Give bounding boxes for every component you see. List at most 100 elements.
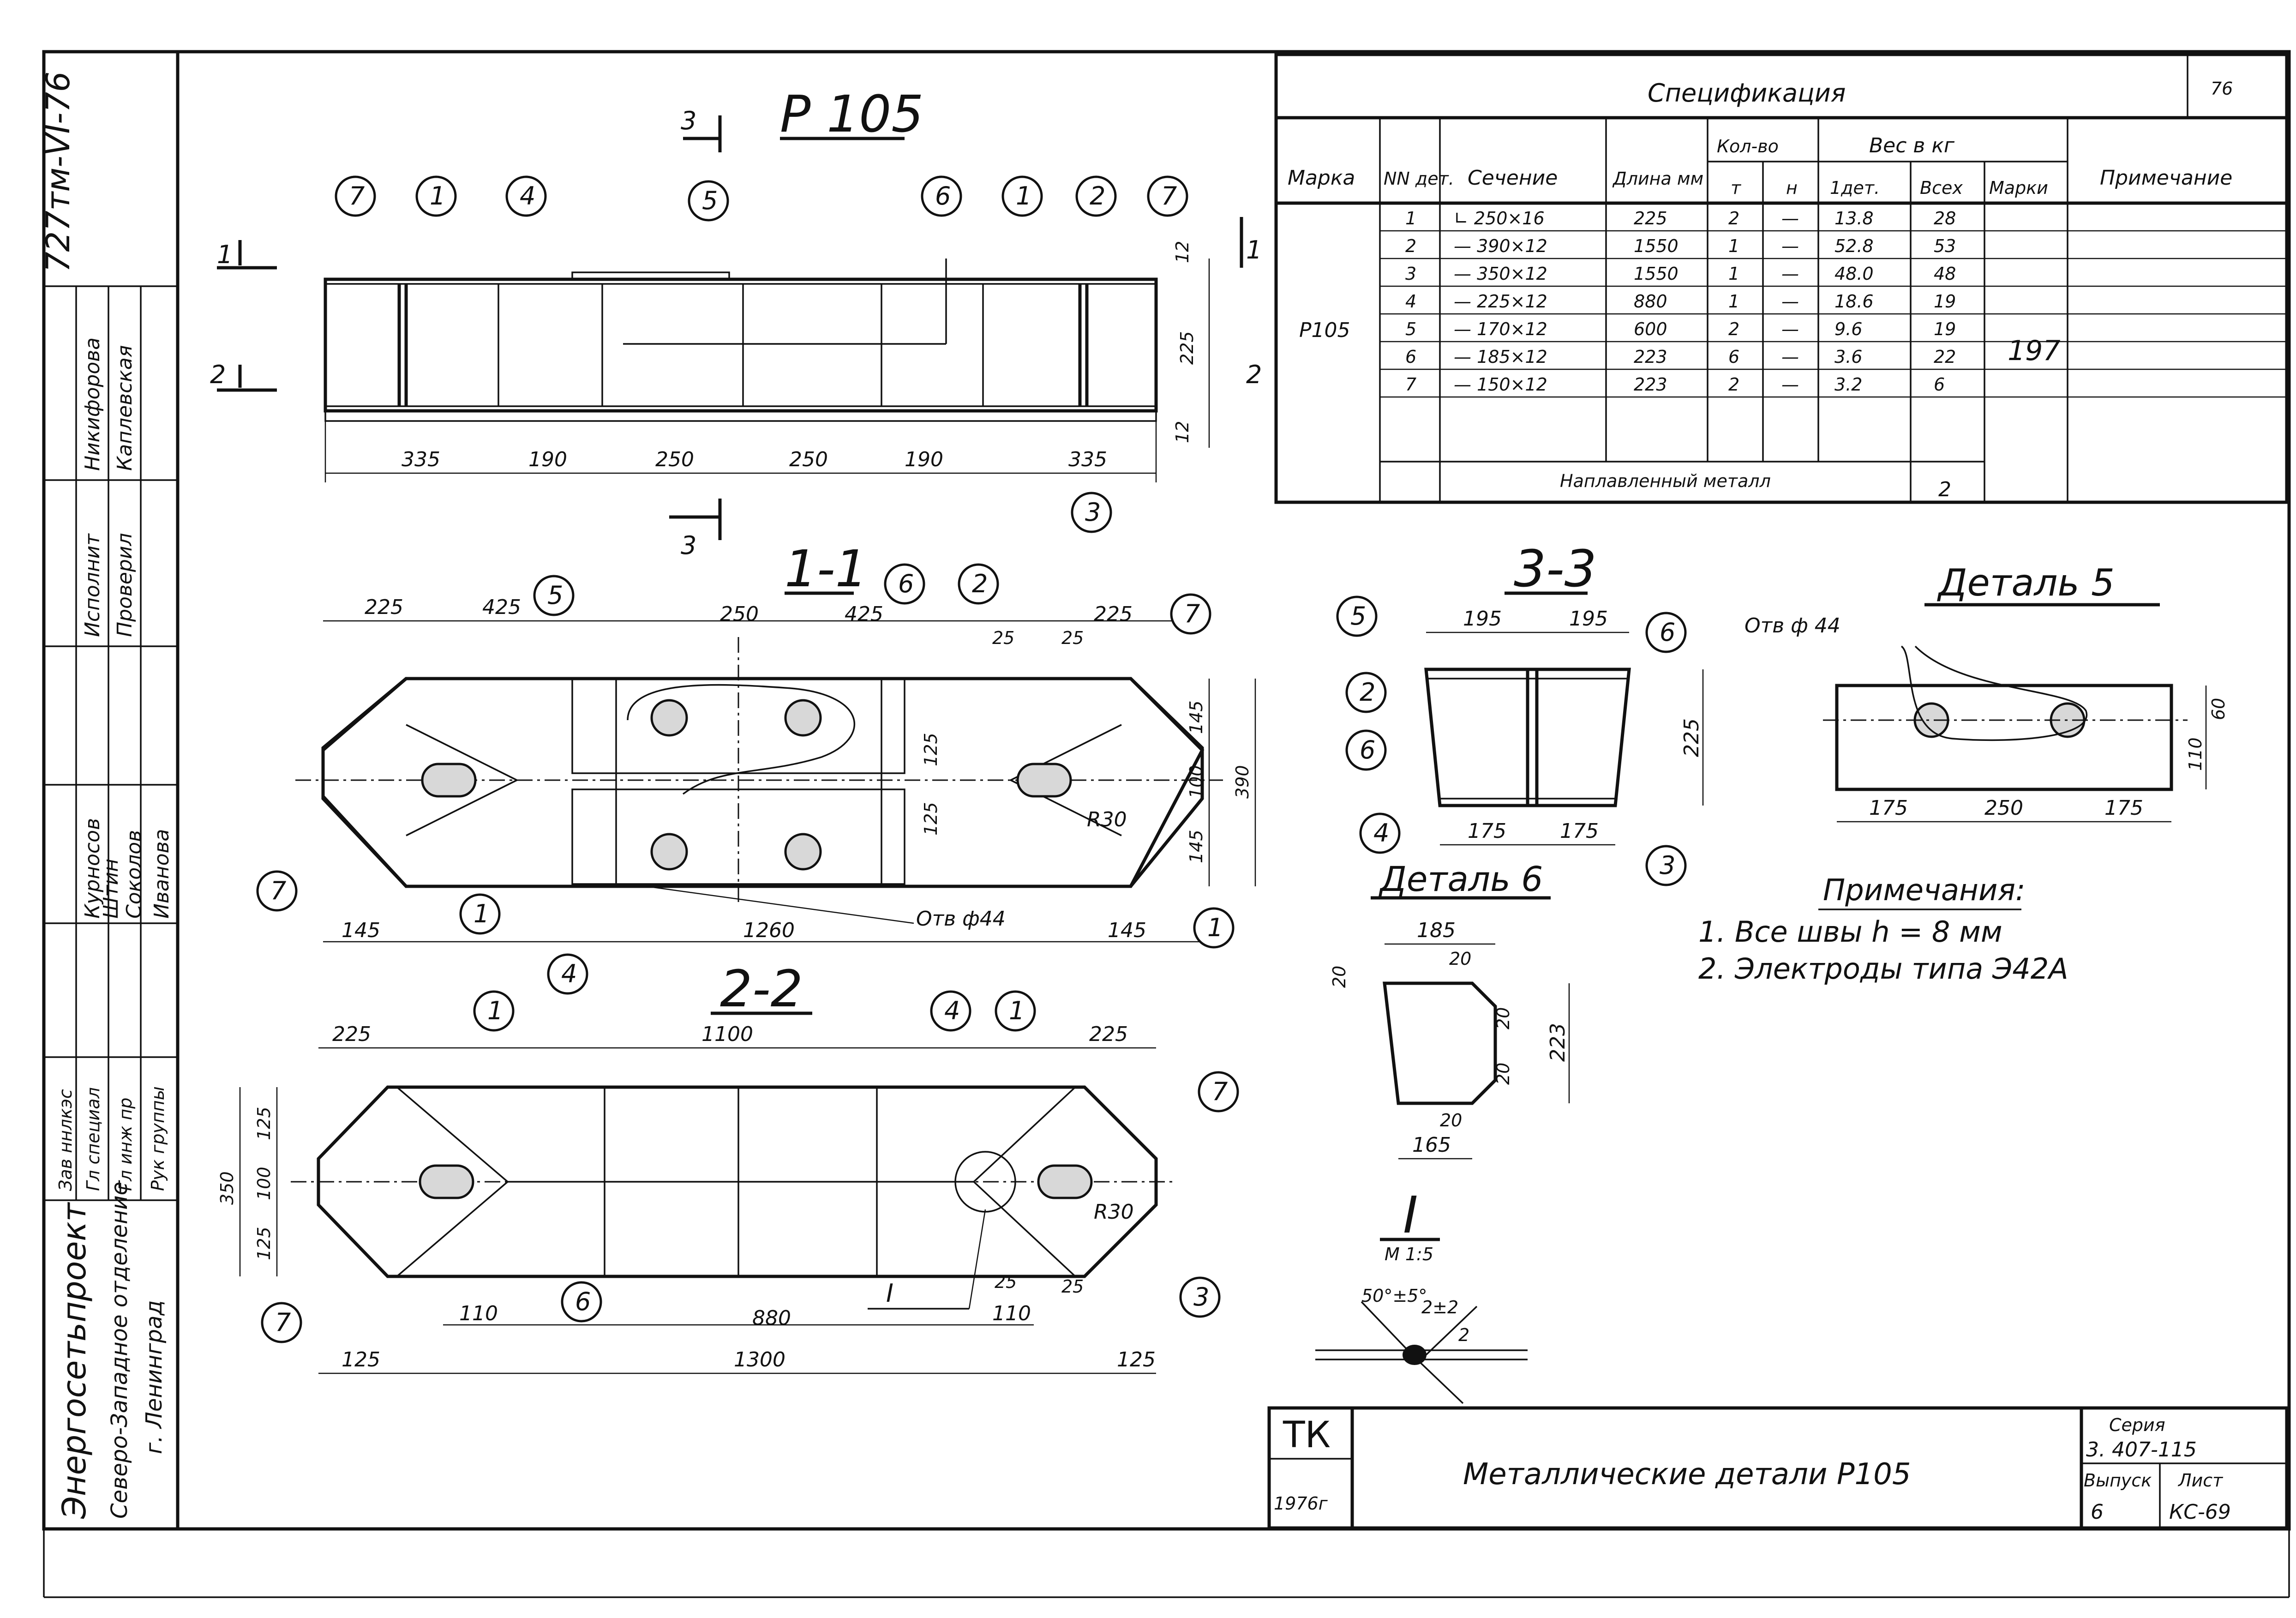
s11-hole: Отв ф44 [916, 907, 1006, 931]
part-callout-number: 7 [275, 1308, 291, 1337]
dim-main-8: 225 [1177, 331, 1197, 365]
mark-weight: 197 [2008, 335, 2061, 367]
part-callout-number: 6 [898, 569, 914, 598]
d6-d-185: 185 [1417, 919, 1456, 942]
s11-d-225b: 225 [1094, 602, 1133, 626]
dim-main-5: 190 [905, 448, 943, 471]
slot-hole-left [421, 763, 477, 798]
spec-cell-one: 52.8 [1834, 236, 1874, 256]
s33-title: 3-3 [1514, 539, 1597, 598]
doc-code: 727тм-VI-76 [39, 72, 77, 272]
spec-cell-length: 225 [1634, 208, 1667, 229]
section-3-3: 195 195 225 175 175 [1424, 607, 1704, 846]
spec-cell-all: 19 [1934, 319, 1956, 339]
outer-frame [42, 50, 2291, 1531]
sec-marker-2-left: 2 [210, 360, 226, 389]
part-callout-circle [1147, 175, 1188, 217]
part-callout-number: 5 [1350, 601, 1366, 631]
node-I-title: I [1403, 1185, 1418, 1245]
tb-series-label: Серия [2109, 1415, 2165, 1435]
spec-cell-length: 600 [1634, 319, 1667, 339]
role-3: Зав ннлкэс [55, 1089, 76, 1191]
org-city: г. Ленинград [141, 1300, 167, 1454]
d5-d-60: 60 [2208, 698, 2229, 720]
part-callout-circle [1645, 845, 1687, 886]
s22-d-l125b: 125 [254, 1227, 274, 1260]
spec-cell-length: 1550 [1634, 236, 1679, 256]
name-5: Соколов [122, 830, 146, 919]
spec-table: Спецификация 76 Марка NN дет. Сечение Дл… [1274, 53, 2289, 504]
sec-marker-1-left: 1 [217, 240, 233, 269]
part-callout-number: 3 [1660, 851, 1675, 880]
s11-d-r145a: 145 [1186, 700, 1206, 734]
spec-cell-length: 880 [1634, 291, 1667, 312]
org-branch: Северо-Западное отделение [107, 1182, 132, 1519]
h-qty-t: т [1731, 178, 1742, 198]
d5-title: Деталь 5 [1937, 561, 2115, 604]
h-qty: Кол-во [1717, 136, 1779, 156]
weld-metal: Наплавленный металл [1560, 471, 1771, 491]
part-callout-number: 1 [474, 899, 489, 928]
part-callout-circle [561, 1281, 602, 1323]
d5-d-175a: 175 [1869, 796, 1908, 820]
mark-value: Р105 [1299, 319, 1350, 342]
part-callout-number: 2 [1360, 678, 1375, 707]
dim-main-9: 12 [1172, 421, 1193, 443]
part-callout-circle [335, 175, 376, 217]
s22-d-1100: 1100 [701, 1023, 753, 1046]
h-section: Сечение [1468, 166, 1558, 190]
notes-title: Примечания: [1823, 873, 2026, 908]
part-callout-number: 6 [1360, 735, 1375, 764]
h-w-mark: Марки [1989, 178, 2048, 198]
tb-sheet: КС-69 [2169, 1500, 2231, 1524]
part-callout-circle [1345, 729, 1387, 771]
part-callout-circle [930, 990, 971, 1032]
part-callout-circle [533, 575, 575, 616]
spec-cell-all: 28 [1934, 208, 1956, 229]
part-callout-number: 6 [1660, 618, 1675, 647]
spec-cell-section: — 350×12 [1454, 264, 1547, 284]
h-w-all: Всех [1920, 178, 1963, 198]
s22-d-125a: 125 [342, 1348, 380, 1371]
spec-cell-section: — 390×12 [1454, 236, 1547, 256]
spec-cell-all: 48 [1934, 264, 1956, 284]
part-callout-circle [505, 175, 547, 217]
s22-d-880: 880 [752, 1306, 791, 1330]
s11-d-1260: 1260 [743, 919, 795, 942]
node-d-gap: 2±2 [1421, 1297, 1458, 1317]
spec-cell-section: ∟ 250×16 [1454, 208, 1545, 229]
part-callout-circle [1645, 612, 1687, 653]
part-callout-number: 7 [1184, 599, 1200, 628]
part-callout-number: 3 [1193, 1282, 1209, 1311]
section-1-1: 225 425 250 425 225 25 25 145 1260 145 1… [295, 595, 1256, 943]
role-2: Проверил [113, 533, 137, 637]
spec-cell-section: — 185×12 [1454, 347, 1547, 367]
part-callout-number: 4 [520, 181, 535, 211]
part-callout-circle [459, 893, 501, 935]
s11-d-250: 250 [720, 602, 759, 626]
spec-cell-length: 223 [1634, 347, 1667, 367]
spec-cell-t: 2 [1728, 319, 1739, 339]
bolt-hole-4 [784, 833, 822, 871]
dim-main-2: 190 [528, 448, 567, 471]
s11-d-25b: 25 [1061, 628, 1084, 648]
h-qty-n: н [1786, 178, 1798, 198]
part-callout-circle [688, 180, 729, 222]
s33-d-175a: 175 [1468, 819, 1506, 843]
h-no: NN дет. [1384, 168, 1454, 189]
tb-series: 3. 407-115 [2086, 1438, 2197, 1462]
part-callout-number: 4 [561, 959, 577, 988]
s11-d-425b: 425 [845, 602, 883, 626]
s11-title: 1-1 [785, 539, 868, 598]
s33-d-195b: 195 [1569, 607, 1608, 631]
d5-d-175b: 175 [2104, 796, 2143, 820]
part-callout-number: 7 [1212, 1077, 1228, 1106]
part-callout-number: 7 [270, 876, 286, 905]
spec-cell-t: 1 [1728, 264, 1739, 284]
d6-d-165: 165 [1412, 1133, 1451, 1157]
tb-name: Металлические детали Р105 [1463, 1457, 1911, 1492]
page-number: 76 [2211, 78, 2233, 99]
part-callout-number: 2 [972, 569, 988, 598]
